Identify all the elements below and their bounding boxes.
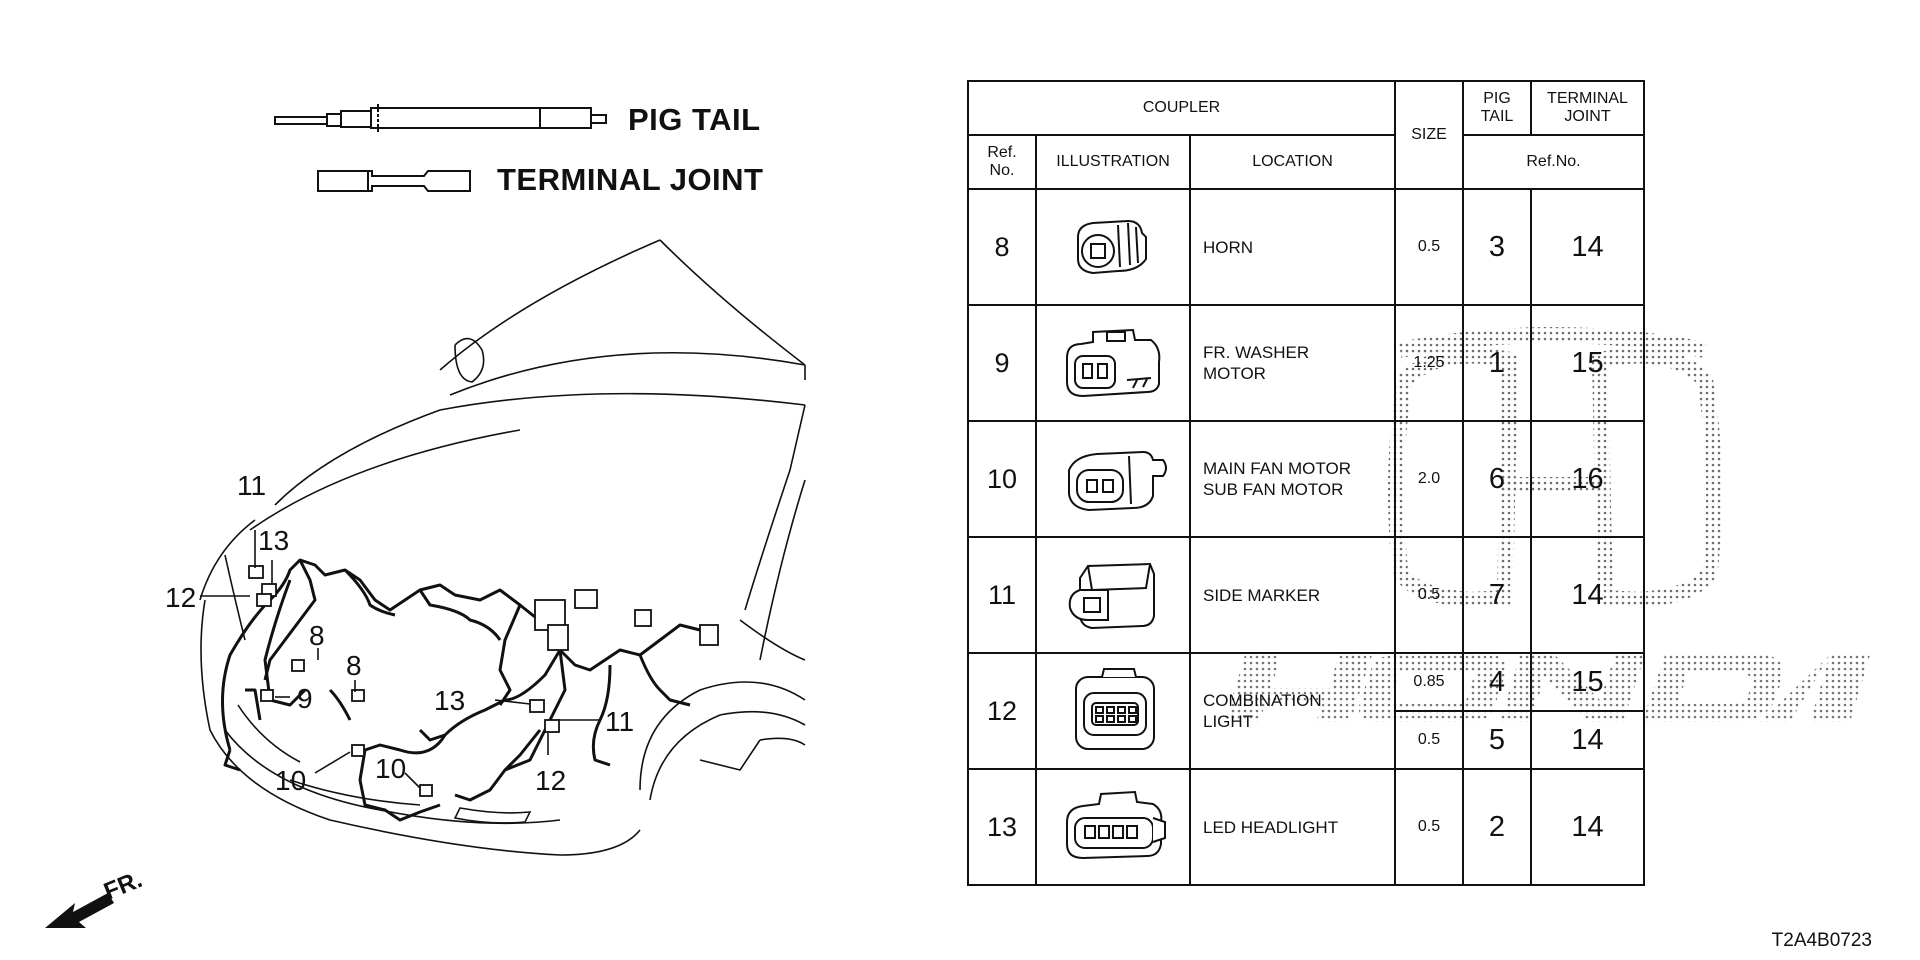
pig-tail-legend-label: PIG TAIL (628, 102, 761, 137)
headlight-connector-icon (1066, 790, 1166, 860)
car-outline (199, 239, 806, 856)
table-row: 11 SIDE MARKER 0.5 7 14 (967, 536, 1645, 654)
row-size: 0.5 (1394, 536, 1464, 654)
header-ref-no: Ref. No. (967, 134, 1037, 190)
header-size: SIZE (1394, 80, 1464, 190)
row-size: 0.5 (1394, 188, 1464, 306)
row-pig-tail: 2 (1462, 768, 1532, 886)
terminal-joint-legend-label: TERMINAL JOINT (497, 162, 764, 197)
figure-code: T2A4B0723 (1771, 930, 1872, 951)
harness-connectors (248, 565, 719, 797)
row-size: 0.5 (1394, 710, 1464, 770)
row-illustration (1035, 304, 1191, 422)
row-terminal-joint: 14 (1530, 710, 1645, 770)
row-terminal-joint: 15 (1530, 304, 1645, 422)
callout-9: 9 (297, 683, 313, 714)
callout-12-left: 12 (165, 582, 196, 613)
callout-11-top: 11 (237, 470, 266, 501)
row-terminal-joint: 16 (1530, 420, 1645, 538)
row-pig-tail: 3 (1462, 188, 1532, 306)
row-size: 1.25 (1394, 304, 1464, 422)
row-location: SIDE MARKER (1189, 536, 1396, 654)
callout-12-bottom: 12 (535, 765, 566, 796)
row-size: 0.85 (1394, 652, 1464, 712)
header-location: LOCATION (1189, 134, 1396, 190)
washer-connector-icon (1066, 328, 1161, 398)
table-row: 9 FR. WASHER MOTOR 1.25 1 15 (967, 304, 1645, 422)
row-ref: 8 (967, 188, 1037, 306)
table-row: 10 MAIN FAN MOTOR SUB FAN MOTOR 2.0 6 16 (967, 420, 1645, 538)
row-terminal-joint: 14 (1530, 768, 1645, 886)
table-row: 13 LED HEADLIGHT 0.5 2 14 (967, 768, 1645, 886)
row-terminal-joint: 14 (1530, 536, 1645, 654)
coupler-table: COUPLER SIZE PIG TAIL TERMINAL JOINT Ref… (967, 80, 1645, 886)
callout-8-left: 8 (309, 620, 325, 651)
horn-connector-icon (1077, 219, 1147, 275)
row-size: 2.0 (1394, 420, 1464, 538)
row-illustration (1035, 536, 1191, 654)
row-ref: 13 (967, 768, 1037, 886)
row-pig-tail: 7 (1462, 536, 1532, 654)
row-illustration (1035, 768, 1191, 886)
callout-13-top: 13 (258, 525, 289, 556)
pig-tail-legend-icon (274, 104, 607, 132)
row-illustration (1035, 188, 1191, 306)
row-ref: 10 (967, 420, 1037, 538)
callouts (200, 530, 600, 789)
row-terminal-joint: 15 (1530, 652, 1645, 712)
table-row: 0.5 5 14 (968, 710, 1645, 770)
row-location: LED HEADLIGHT (1189, 768, 1396, 886)
header-terminal-joint: TERMINAL JOINT (1530, 80, 1645, 136)
header-coupler: COUPLER (967, 80, 1396, 136)
row-ref: 12 (967, 652, 1037, 770)
callout-13-center: 13 (434, 685, 465, 716)
row-pig-tail: 6 (1462, 420, 1532, 538)
row-location: HORN (1189, 188, 1396, 306)
header-pig-tail: PIG TAIL (1462, 80, 1532, 136)
row-illustration (1035, 420, 1191, 538)
row-location: FR. WASHER MOTOR (1189, 304, 1396, 422)
terminal-joint-legend-icon (317, 170, 471, 192)
row-pig-tail: 1 (1462, 304, 1532, 422)
row-ref: 11 (967, 536, 1037, 654)
row-pig-tail: 4 (1462, 652, 1532, 712)
row-illustration (1035, 652, 1191, 770)
marker-connector-icon (1068, 562, 1155, 630)
combination-connector-icon (1075, 668, 1155, 750)
header-illustration: ILLUSTRATION (1035, 134, 1191, 190)
header-refno-sub: Ref.No. (1462, 134, 1645, 190)
row-location: MAIN FAN MOTOR SUB FAN MOTOR (1189, 420, 1396, 538)
table-row: 8 HORN 0.5 3 14 (967, 188, 1645, 306)
row-ref: 9 (967, 304, 1037, 422)
front-label: FR. (100, 866, 146, 906)
callout-10-center: 10 (375, 753, 406, 784)
fan-connector-icon (1068, 450, 1167, 512)
row-terminal-joint: 14 (1530, 188, 1645, 306)
callout-11-right: 11 (605, 706, 634, 737)
table-row: 12 COMBINATION LIGHT 0.85 4 15 (967, 652, 1645, 770)
callout-8-center: 8 (346, 650, 362, 681)
callout-10-left: 10 (275, 765, 306, 796)
row-size: 0.5 (1394, 768, 1464, 886)
row-pig-tail: 5 (1462, 710, 1532, 770)
front-arrow-icon (45, 893, 114, 928)
row-location: COMBINATION LIGHT (1189, 652, 1396, 770)
